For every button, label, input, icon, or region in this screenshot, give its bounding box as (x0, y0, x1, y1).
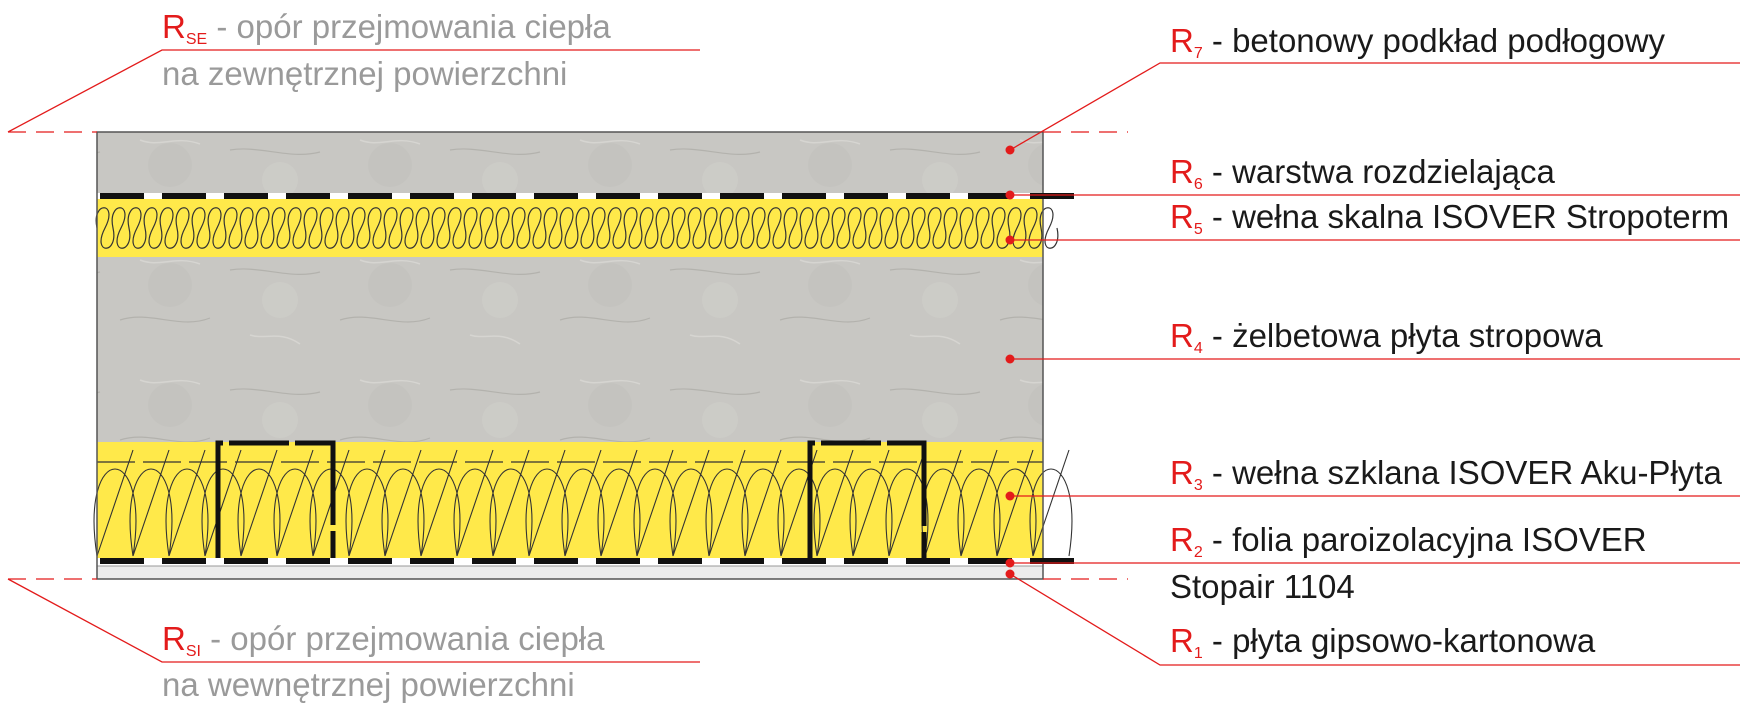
vapour-barrier-dash (782, 558, 826, 564)
label-r5: R5 - wełna skalna ISOVER Stropoterm (1170, 198, 1730, 238)
separating-layer-dash (782, 193, 826, 199)
separating-layer-dash (348, 193, 392, 199)
dot-r5 (1005, 235, 1015, 245)
label-r3: R3 - wełna szklana ISOVER Aku-Płyta (1170, 454, 1722, 494)
vapour-barrier-dash (410, 558, 454, 564)
separating-layer-dash (968, 193, 1012, 199)
dot-r1 (1005, 569, 1015, 579)
label-r1: R1 - płyta gipsowo-kartonowa (1170, 622, 1596, 662)
label-rsi-line2: na wewnętrznej powierzchni (162, 666, 575, 703)
label-rsi: RSI - opór przejmowania ciepła (162, 620, 605, 660)
vapour-barrier-dash (1030, 558, 1074, 564)
separating-layer-dash (534, 193, 578, 199)
vapour-barrier-dash (906, 558, 950, 564)
separating-layer-dash (472, 193, 516, 199)
label-r4: R4 - żelbetowa płyta stropowa (1170, 317, 1603, 357)
reinforced-concrete-slab (97, 257, 1043, 442)
vapour-barrier-dash (162, 558, 206, 564)
vapour-barrier-dash (348, 558, 392, 564)
rock-wool-loops (95, 207, 1059, 249)
vapour-barrier-dash (286, 558, 330, 564)
label-r2: R2 - folia paroizolacyjna ISOVER (1170, 521, 1647, 561)
dot-r2 (1005, 558, 1015, 568)
label-rse-line2: na zewnętrznej powierzchni (162, 55, 568, 92)
vapour-barrier-dash (844, 558, 888, 564)
rock-wool-pattern (95, 207, 1059, 249)
vapour-barrier-dash (224, 558, 268, 564)
vapour-barrier-dash (100, 558, 144, 564)
leader-r7 (1009, 62, 1740, 151)
separating-layer-dash (720, 193, 764, 199)
vapour-barrier-dash (596, 558, 640, 564)
screed-layer (97, 132, 1043, 194)
separating-layer-dash (100, 193, 144, 199)
vapour-barrier-dash (968, 558, 1012, 564)
vapour-barrier-dash (658, 558, 702, 564)
separating-layer-dash (1030, 193, 1074, 199)
separating-layer-dash (906, 193, 950, 199)
dot-r7 (1005, 145, 1015, 155)
separating-layer-dash (658, 193, 702, 199)
section-outline (96, 131, 1044, 580)
dot-r3 (1005, 491, 1015, 501)
dot-r4 (1005, 354, 1015, 364)
vapour-barrier-dash (720, 558, 764, 564)
separating-layer-dash (162, 193, 206, 199)
label-r6: R6 - warstwa rozdzielająca (1170, 153, 1555, 193)
separating-layer-dash (410, 193, 454, 199)
dot-r6 (1005, 190, 1015, 200)
vapour-barrier-dash (472, 558, 516, 564)
steel-profile-right (807, 440, 927, 558)
steel-profile-left (215, 440, 336, 558)
label-r7: R7 - betonowy podkład podłogowy (1170, 22, 1666, 62)
label-r2-line2: Stopair 1104 (1170, 568, 1355, 605)
separating-layer-dash (844, 193, 888, 199)
leader-rse (7, 49, 700, 133)
separating-layer-dash (224, 193, 268, 199)
separating-layer-dash (286, 193, 330, 199)
vapour-barrier-dash (534, 558, 578, 564)
membrane-dashes (100, 193, 1074, 564)
label-rse: RSE - opór przejmowania ciepła (162, 8, 611, 48)
leader-rsi (7, 578, 700, 663)
leader-r1 (1009, 573, 1740, 666)
separating-layer-dash (596, 193, 640, 199)
gypsum-board-layer (96, 565, 1044, 580)
